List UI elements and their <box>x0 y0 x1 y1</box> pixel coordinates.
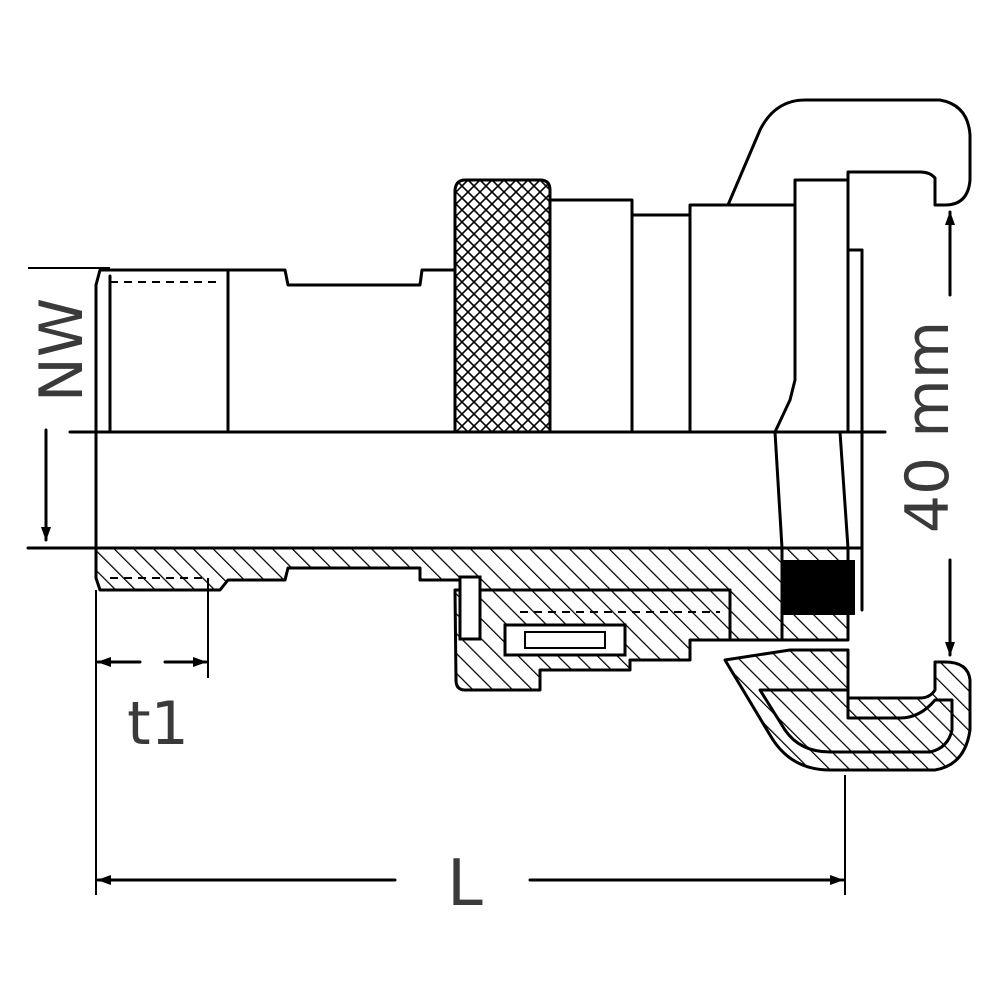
seal-ring <box>783 560 855 615</box>
bore <box>94 430 864 550</box>
body-lower-section <box>94 546 864 692</box>
body-upper <box>94 178 864 434</box>
claw-upper <box>726 98 972 207</box>
claw-spacing-label: 40 mm <box>893 321 963 533</box>
nominal-width-label: NW <box>27 298 97 402</box>
dimension-40mm: 40 mm <box>893 210 963 657</box>
length-label: L <box>447 847 483 921</box>
claw-lower <box>723 648 972 772</box>
dimension-l: L <box>95 590 846 921</box>
dimension-t1: t1 <box>96 578 209 759</box>
dimension-nw: NW <box>27 267 110 542</box>
thread-depth-label: t1 <box>127 689 189 759</box>
